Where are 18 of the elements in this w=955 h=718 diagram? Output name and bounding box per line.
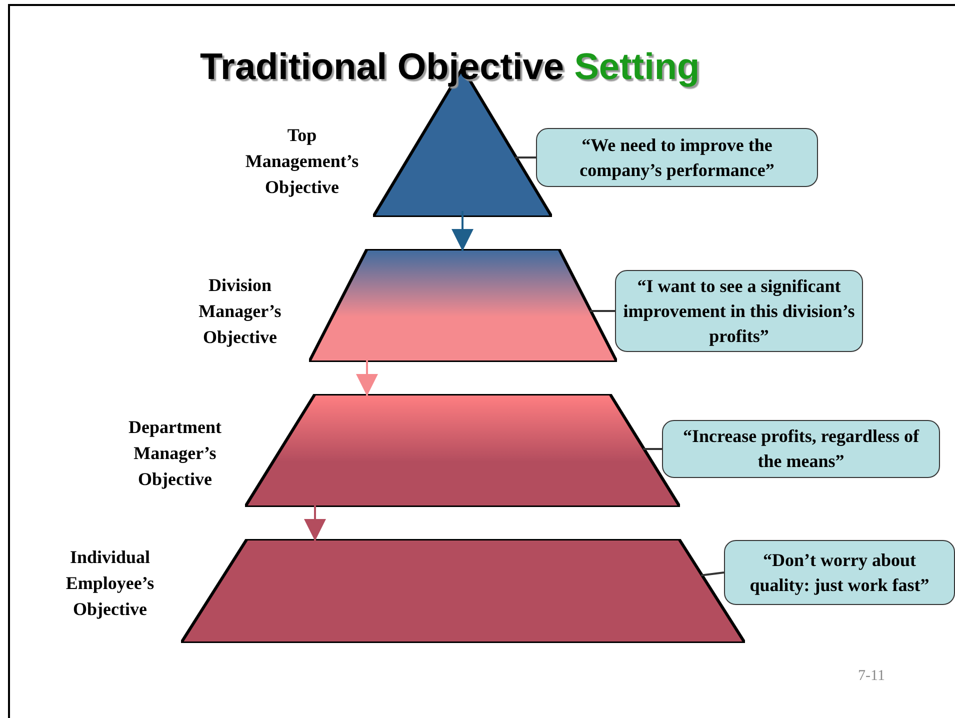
leader-line xyxy=(643,448,662,450)
leader-line xyxy=(515,156,536,158)
pyramid-level xyxy=(245,394,680,507)
title: Traditional Objective Setting xyxy=(200,46,700,88)
leader-line xyxy=(590,310,615,312)
level-label: Top Management’s Objective xyxy=(244,124,360,199)
speech-bubble: “Increase profits, regardless of the means” xyxy=(662,420,940,478)
level-label: Individual Employee’s Objective xyxy=(64,546,156,621)
speech-bubble: “Don’t worry about quality: just work fast” xyxy=(724,540,955,605)
pyramid-level xyxy=(181,539,745,643)
pyramid-level xyxy=(309,249,617,362)
leader-line xyxy=(700,572,724,576)
speech-bubble: “We need to improve the company’s performance” xyxy=(536,128,818,187)
down-arrow xyxy=(452,211,474,251)
slide-number: 7-11 xyxy=(858,668,885,685)
speech-bubble: “I want to see a significant improvement in this division’s profits” xyxy=(615,270,863,352)
level-label: Division Manager’s Objective xyxy=(198,274,282,349)
level-label: Department Manager’s Objective xyxy=(128,416,222,491)
